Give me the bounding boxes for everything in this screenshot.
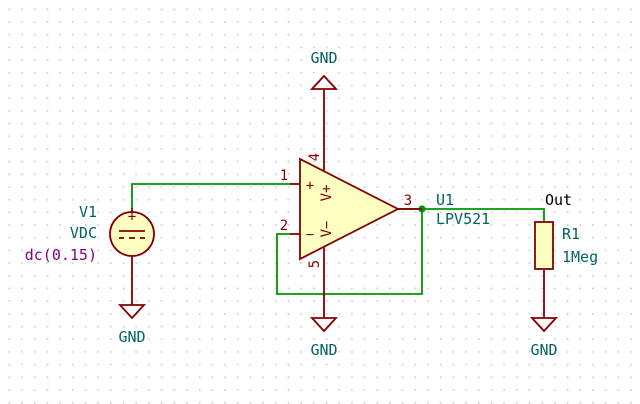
u1-reference: U1 [436, 191, 454, 209]
vplus-label: V+ [319, 185, 335, 202]
r1-reference: R1 [562, 225, 580, 243]
resistor-r1: R1 1Meg [534, 221, 598, 318]
wire-feedback [276, 208, 423, 295]
wire-v1-to-pin1 [131, 183, 291, 209]
vminus-label: V− [319, 221, 335, 238]
r1-body [534, 221, 554, 270]
gnd-symbol-top: GND [309, 49, 339, 109]
voltage-source-v1: + V1 VDC dc(0.15) [25, 203, 155, 305]
v1-plus-sign: + [128, 209, 136, 225]
pin-number-1: 1 [280, 168, 288, 184]
v1-reference: V1 [79, 203, 97, 221]
r1-value: 1Meg [562, 248, 598, 266]
u1-value: LPV521 [436, 210, 490, 228]
opamp-u1: 1 2 3 4 5 + − V+ V− U1 LPV521 [280, 109, 490, 318]
gnd-symbol-v1: GND [117, 304, 147, 346]
pin-number-3: 3 [404, 193, 412, 209]
opamp-body [299, 157, 400, 261]
pin-number-5: 5 [307, 260, 323, 268]
pin-number-2: 2 [280, 218, 288, 234]
gnd-symbol-r1: GND [529, 317, 559, 359]
net-label-out: Out [545, 191, 572, 209]
gnd-label-v1: GND [118, 328, 145, 346]
gnd-label-u1: GND [310, 341, 337, 359]
wire-output [397, 208, 545, 223]
gnd-symbol-u1: GND [309, 317, 339, 359]
wires [131, 183, 545, 295]
gnd-label-r1: GND [530, 341, 557, 359]
v1-spice-directive: dc(0.15) [25, 246, 97, 264]
noninverting-input-sign: + [306, 178, 314, 194]
pin-number-4: 4 [307, 153, 323, 161]
gnd-label-top: GND [310, 49, 337, 67]
inverting-input-sign: − [306, 227, 314, 243]
v1-value: VDC [70, 224, 97, 242]
